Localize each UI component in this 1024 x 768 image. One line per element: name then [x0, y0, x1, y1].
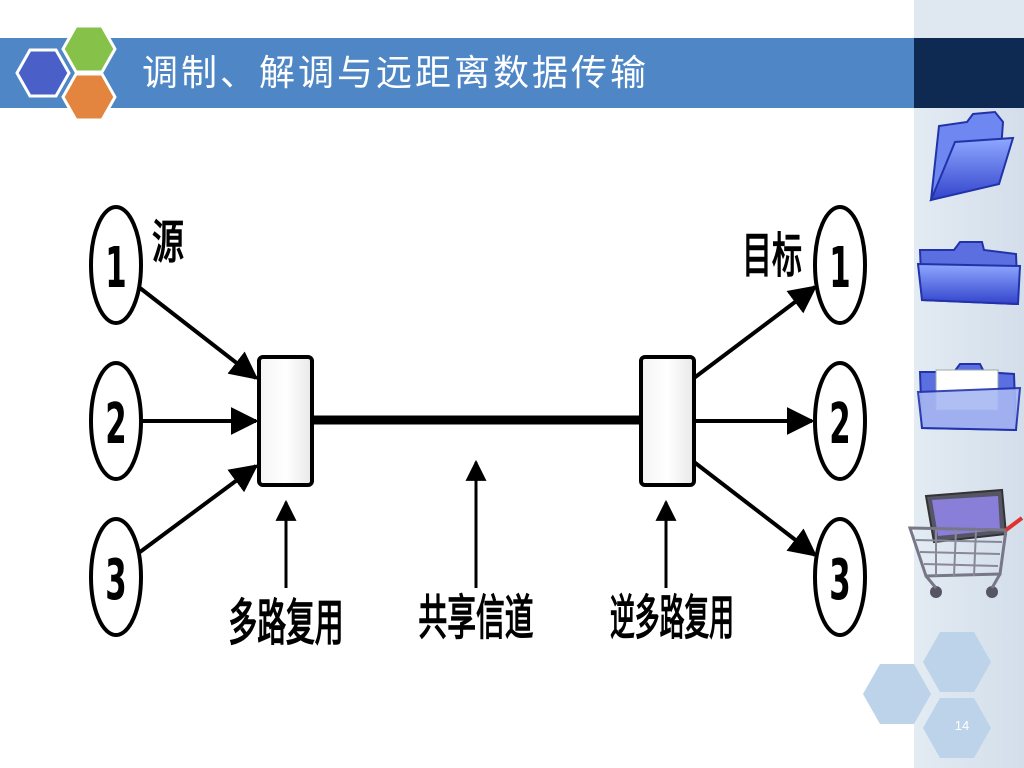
logo-hexagons-icon: [15, 24, 117, 122]
folder-documents-icon: [916, 363, 1022, 432]
source-label: 源: [152, 216, 184, 269]
folder-open-icon: [929, 110, 1015, 202]
page-number: 14: [954, 718, 970, 733]
demux-label: 逆多路复用: [610, 591, 734, 646]
arrow-demux-to-target-1: [692, 285, 818, 380]
target-label: 目标: [742, 229, 802, 284]
target-node-2: [813, 361, 867, 481]
channel-label: 共享信道: [418, 590, 533, 646]
mux-label: 多路复用: [228, 593, 343, 652]
arrow-source-1-to-mux: [138, 286, 259, 380]
title-bar: [0, 38, 914, 108]
title-bar-accent: [914, 38, 1024, 108]
source-node-1: [89, 205, 143, 325]
shopping-cart-laptop-icon: [907, 488, 1024, 598]
slide-title: 调制、解调与远距离数据传输: [142, 53, 650, 94]
mux-box: [257, 355, 314, 487]
target-node-2-label: 2: [829, 391, 850, 457]
target-node-1: [813, 205, 867, 325]
arrow-demux-to-target-3: [692, 460, 818, 557]
target-node-1-label: 1: [829, 235, 850, 301]
source-node-2-label: 2: [105, 391, 126, 457]
source-node-3-label: 3: [105, 547, 126, 613]
side-panel-top: [914, 0, 1024, 38]
decorative-hexagons-icon: [863, 632, 991, 758]
demux-box: [639, 355, 696, 487]
source-node-3: [89, 517, 143, 637]
folder-closed-icon: [916, 241, 1022, 306]
target-node-3: [813, 517, 867, 637]
arrow-source-3-to-mux: [138, 464, 259, 554]
source-node-1-label: 1: [105, 235, 126, 301]
target-node-3-label: 3: [829, 547, 850, 613]
